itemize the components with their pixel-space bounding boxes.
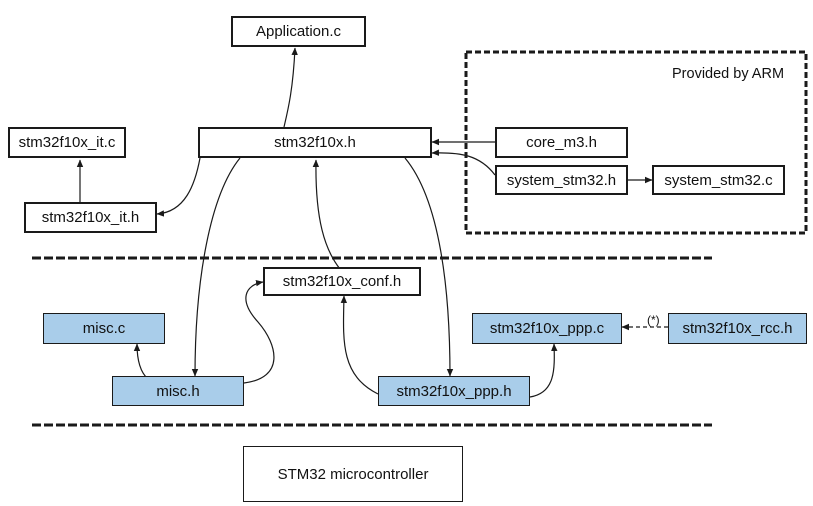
optional-dependency-note: (*) <box>647 313 660 327</box>
arm-group-label: Provided by ARM <box>672 66 785 82</box>
stm32f10x-rcc-h-box: stm32f10x_rcc.h <box>668 313 807 344</box>
system-stm32-c-box: system_stm32.c <box>652 165 785 195</box>
stm32f10x-h-box: stm32f10x.h <box>198 127 432 158</box>
stm32-microcontroller-box: STM32 microcontroller <box>243 446 463 502</box>
arrow-ppp-h-to-ppp-c <box>529 343 558 398</box>
stm32f10x-conf-h-box: stm32f10x_conf.h <box>263 267 421 296</box>
misc-h-box: misc.h <box>112 376 244 406</box>
stm32f10x-it-h-box: stm32f10x_it.h <box>24 202 157 233</box>
misc-c-box: misc.c <box>43 313 165 344</box>
arrow-misc-h-to-misc-c <box>133 343 149 380</box>
arrow-conf-to-stm32f10x <box>312 159 341 270</box>
arrow-stm32f10x-to-misc-h <box>191 157 241 377</box>
arrow-stm32f10x-to-ppp-h <box>404 157 454 377</box>
arrow-stm32f10x-to-application <box>283 47 298 128</box>
stm32f10x-ppp-h-box: stm32f10x_ppp.h <box>378 376 530 406</box>
arrow-ppp-h-to-conf <box>340 295 379 395</box>
arrow-system-h-to-stm32f10x <box>431 149 496 176</box>
arrow-stm32f10x-to-it-h <box>156 157 201 217</box>
application-c-box: Application.c <box>231 16 366 47</box>
stm32f10x-it-c-box: stm32f10x_it.c <box>8 127 126 158</box>
core-m3-h-box: core_m3.h <box>495 127 628 158</box>
arrow-misc-h-to-conf <box>243 279 275 384</box>
stm32f10x-ppp-c-box: stm32f10x_ppp.c <box>472 313 622 344</box>
system-stm32-h-box: system_stm32.h <box>495 165 628 195</box>
